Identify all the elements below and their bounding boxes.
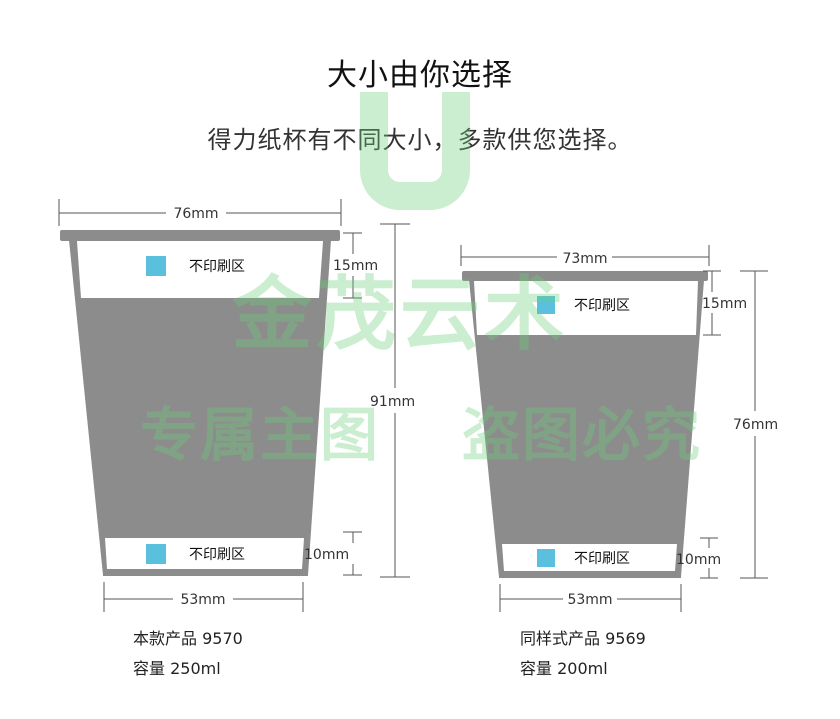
cup-large-model: 本款产品 9570 [133, 629, 243, 648]
cup-small-top-swatch [537, 296, 555, 314]
cup-small-bottom-width-dimension: 53mm [499, 584, 682, 612]
cup-small: 不印刷区 不印刷区 73mm 53mm 15mm [460, 245, 778, 612]
cup-large-bottom-width-dimension: 53mm [103, 582, 304, 612]
cup-large-bottom-width: 53mm [180, 592, 225, 608]
page-title: 大小由你选择 [327, 58, 513, 93]
cup-large-capacity: 容量 250ml [133, 659, 221, 678]
cup-large-rim [60, 230, 340, 241]
cup-large-top-no-print-area [77, 241, 323, 298]
cup-small-model: 同样式产品 9569 [520, 629, 646, 648]
cup-small-bottom-swatch [537, 549, 555, 567]
cup-large-bottom-band-dimension: 10mm [304, 531, 362, 576]
cup-small-top-label: 不印刷区 [574, 298, 630, 314]
cup-large-height-dimension: 91mm [370, 223, 415, 578]
cup-large-bottom-band: 10mm [304, 547, 349, 563]
cup-small-height: 76mm [733, 417, 778, 433]
cup-small-top-band: 15mm [702, 296, 747, 312]
cup-small-height-dimension: 76mm [733, 270, 778, 579]
cup-large-top-width-dimension: 76mm [58, 199, 342, 226]
cup-small-bottom-width: 53mm [567, 592, 612, 608]
cup-small-top-width-dimension: 73mm [460, 245, 710, 267]
cup-large-bottom-label: 不印刷区 [189, 547, 245, 563]
page-subtitle: 得力纸杯有不同大小，多款供您选择。 [207, 126, 633, 154]
cup-large-height: 91mm [370, 394, 415, 410]
cup-small-top-no-print-area [474, 281, 698, 335]
cup-small-capacity: 容量 200ml [520, 659, 608, 678]
cup-small-top-band-dimension: 15mm [702, 270, 747, 336]
cup-small-caption: 同样式产品 9569 容量 200ml [520, 624, 646, 684]
cup-large: 不印刷区 不印刷区 76mm 53mm 15mm [58, 199, 415, 612]
cup-large-top-width: 76mm [173, 206, 218, 222]
cup-large-top-band-dimension: 15mm [333, 232, 378, 299]
cup-large-bottom-swatch [146, 544, 166, 564]
cup-small-rim [462, 271, 708, 281]
cup-small-bottom-band-dimension: 10mm [676, 537, 721, 579]
cup-small-bottom-band: 10mm [676, 552, 721, 568]
cup-small-top-width: 73mm [562, 251, 607, 267]
cup-large-caption: 本款产品 9570 容量 250ml [133, 624, 243, 684]
cup-small-bottom-label: 不印刷区 [574, 551, 630, 567]
cup-large-top-label: 不印刷区 [189, 259, 245, 275]
cup-large-top-band: 15mm [333, 258, 378, 274]
cup-large-top-swatch [146, 256, 166, 276]
